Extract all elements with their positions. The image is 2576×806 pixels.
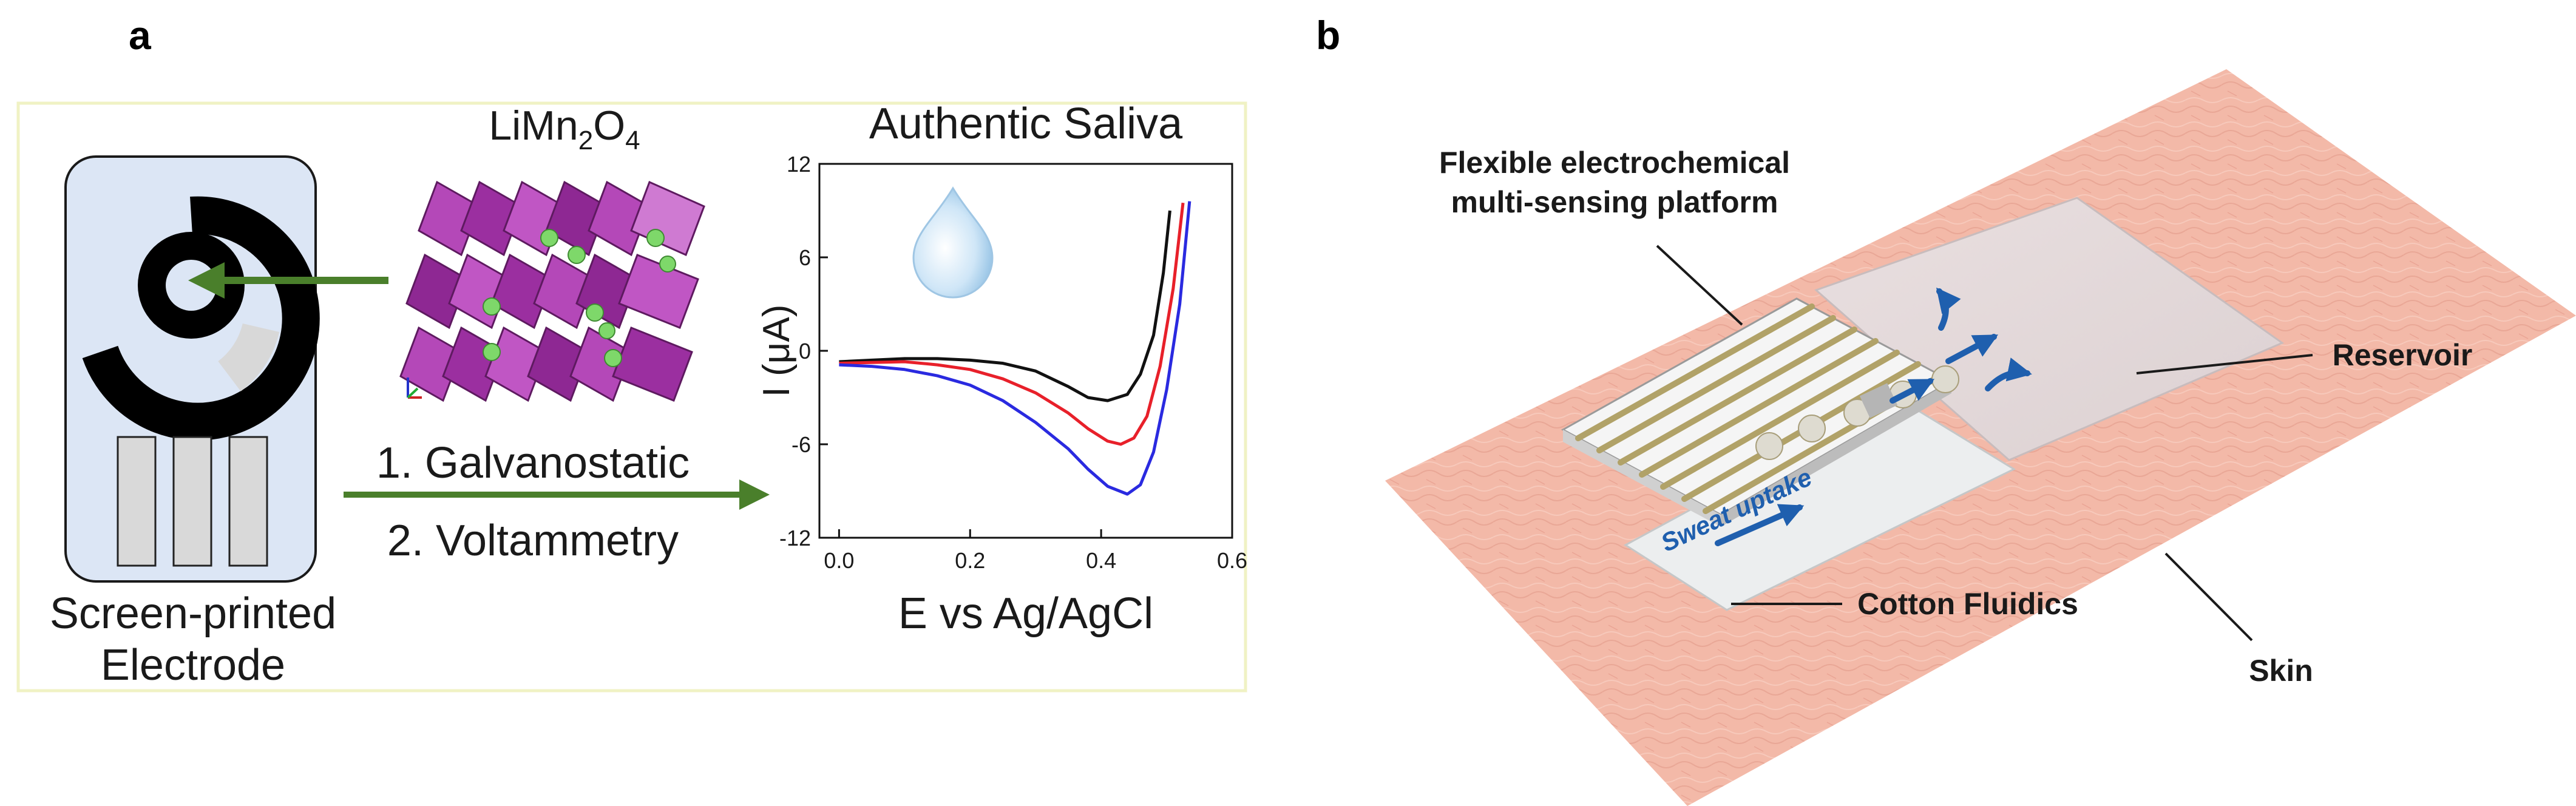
x-tick-label: 0.2 bbox=[955, 548, 985, 573]
panel-b-letter: b bbox=[1316, 13, 1341, 58]
multi-sensing-platform bbox=[1561, 297, 1959, 527]
limn2o4-crystal-structure bbox=[399, 180, 705, 402]
step-galvanostatic: 1. Galvanostatic bbox=[376, 439, 690, 487]
platform-label-line1: Flexible electrochemical bbox=[1439, 146, 1790, 180]
contact-pad bbox=[117, 436, 157, 567]
series-line-1 bbox=[839, 210, 1171, 402]
chart-title: Authentic Saliva bbox=[869, 100, 1183, 148]
leader-lines bbox=[1656, 245, 2313, 642]
y-tick-label: 6 bbox=[799, 245, 811, 270]
x-axis-label: E vs Ag/AgCl bbox=[898, 589, 1153, 638]
y-tick-label: -6 bbox=[791, 432, 811, 457]
material-label: LiMn2O4 bbox=[489, 103, 640, 155]
x-tick-label: 0.6 bbox=[1217, 548, 1247, 573]
skin-label: Skin bbox=[2249, 654, 2313, 688]
screen-printed-electrode bbox=[64, 155, 320, 583]
contact-pad bbox=[228, 436, 268, 567]
counter-electrode-arc bbox=[82, 196, 320, 441]
contact-pad bbox=[172, 436, 212, 567]
series-line-3 bbox=[839, 201, 1191, 496]
electrode-label-line2: Electrode bbox=[101, 641, 285, 689]
series-line-2 bbox=[839, 202, 1185, 446]
y-tick-label: 12 bbox=[787, 152, 811, 177]
y-tick-label: 0 bbox=[799, 339, 811, 364]
y-tick-label: -12 bbox=[779, 526, 811, 550]
step-voltammetry: 2. Voltammetry bbox=[387, 516, 679, 565]
saliva-droplet-icon bbox=[912, 186, 994, 299]
panel-a-frame bbox=[16, 101, 1247, 693]
y-axis-label: I (μA) bbox=[756, 305, 798, 398]
reservoir-label: Reservoir bbox=[2333, 338, 2473, 372]
voltammogram-chart: 0.0 0.2 0.4 0.6 12 6 0 -6 -12 bbox=[779, 152, 1247, 573]
skin-surface bbox=[1385, 69, 2576, 806]
reference-electrode-arc bbox=[217, 323, 280, 391]
electrode-label-line1: Screen-printed bbox=[50, 589, 336, 638]
reservoir-patch bbox=[1814, 197, 2285, 461]
x-tick-label: 0.0 bbox=[824, 548, 854, 573]
platform-label-line2: multi-sensing platform bbox=[1451, 185, 1778, 219]
cotton-fluidics-label: Cotton Fluidics bbox=[1857, 587, 2078, 621]
x-tick-label: 0.4 bbox=[1086, 548, 1116, 573]
panel-a-letter: a bbox=[129, 13, 151, 58]
sweat-flow-arrows bbox=[1715, 287, 2032, 546]
